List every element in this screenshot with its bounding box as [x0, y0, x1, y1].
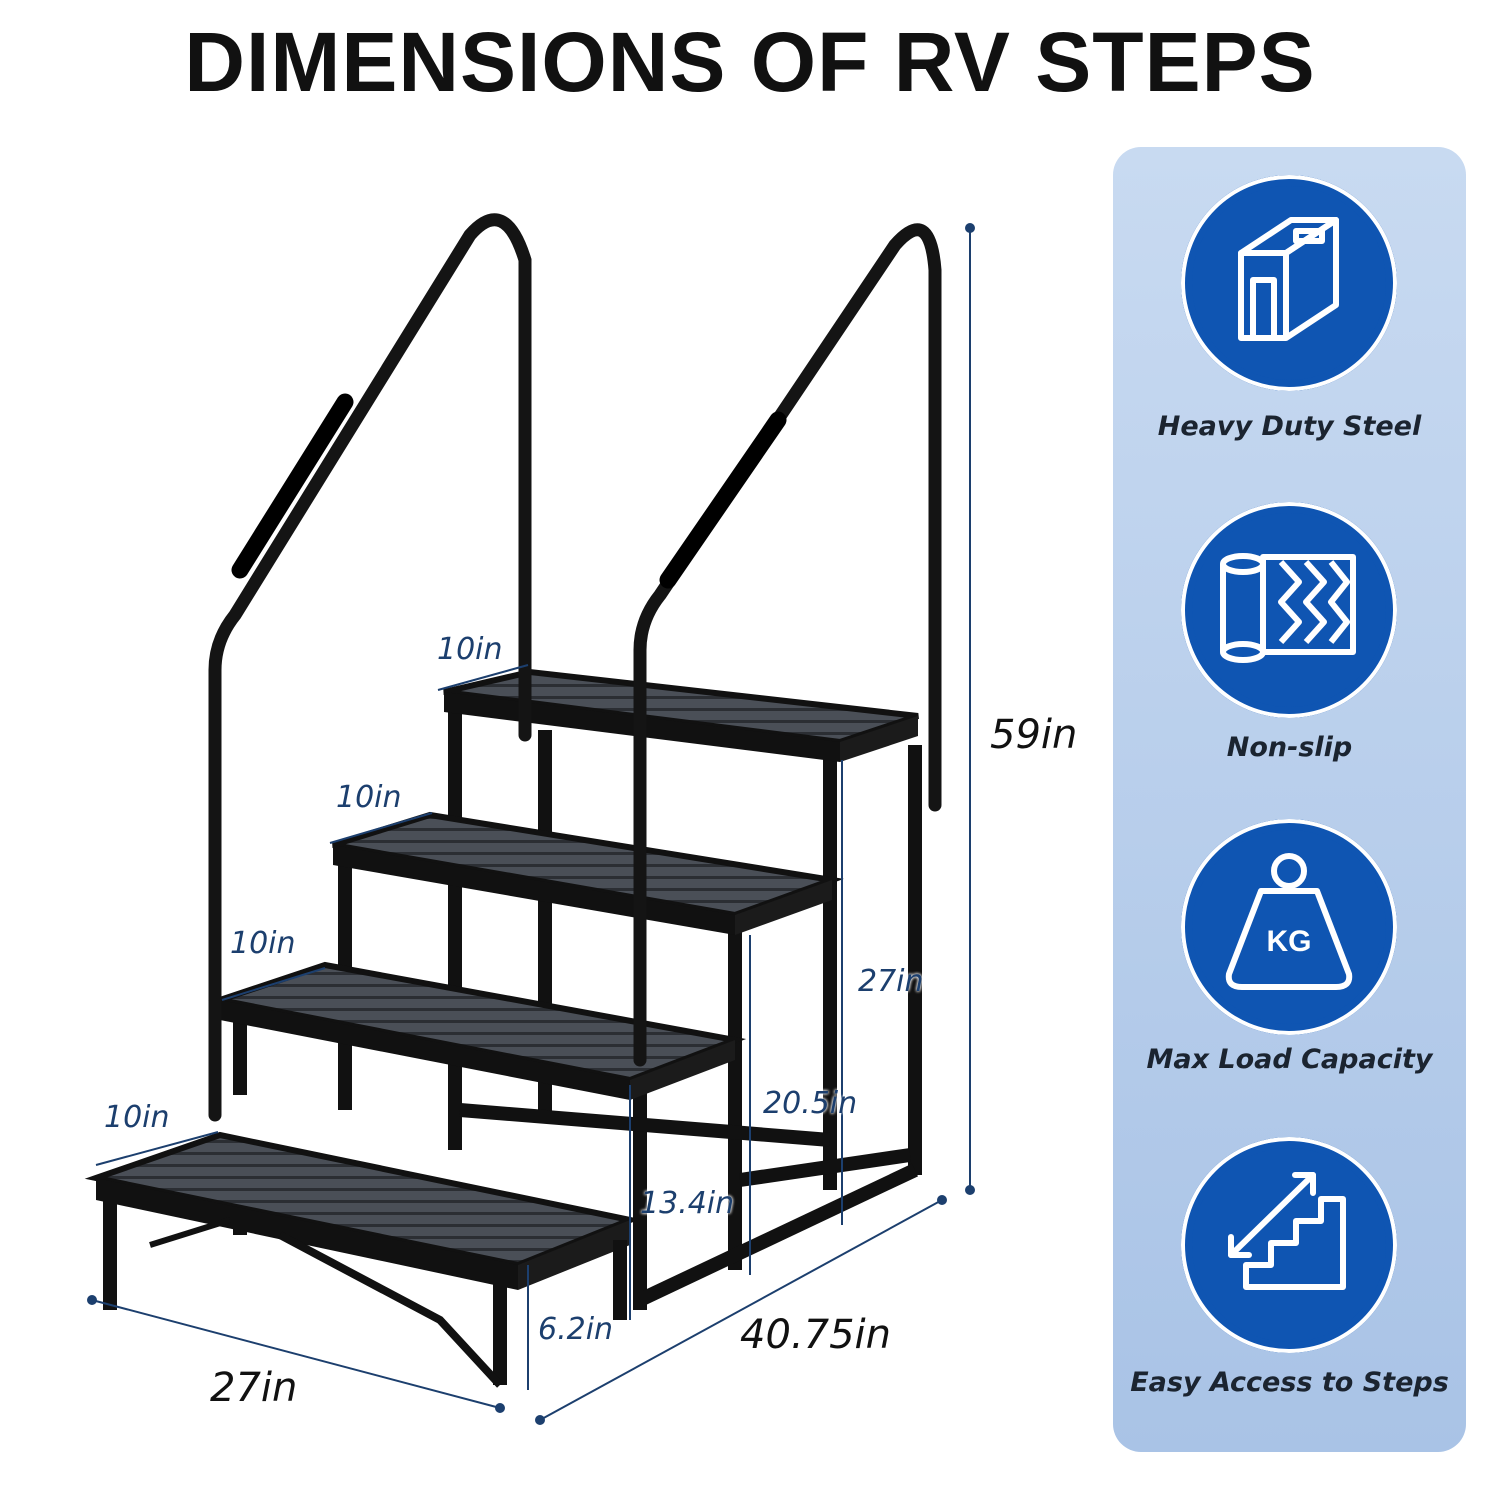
steel-profile-icon	[1181, 175, 1397, 391]
feature-label: Non-slip	[1226, 732, 1353, 763]
features-panel: Heavy Duty Steel Non-slip	[1113, 147, 1466, 1452]
step-2	[208, 961, 747, 1100]
feature-label: Easy Access to Steps	[1130, 1367, 1449, 1398]
step-1	[84, 1131, 641, 1388]
step1-height-label: 6.2in	[538, 1312, 614, 1347]
tread-2-label: 10in	[230, 926, 296, 961]
rv-steps-illustration: 59in 40.75in 27in 27in 20.5in 13.4in 6.2…	[84, 213, 1078, 1425]
total-height-label: 59in	[990, 712, 1078, 758]
kg-weight-icon: KG	[1181, 819, 1397, 1035]
tread-1-label: 10in	[104, 1100, 170, 1135]
depth-label: 40.75in	[740, 1312, 891, 1358]
stairs-arrow-icon	[1181, 1137, 1397, 1353]
dimension-lines	[87, 223, 975, 1425]
step3-height-label: 20.5in	[763, 1086, 858, 1121]
tread-3-label: 10in	[336, 780, 402, 815]
feature-label: Max Load Capacity	[1146, 1044, 1433, 1075]
platform-height-label: 27in	[858, 964, 924, 999]
top-platform	[443, 668, 919, 762]
rv-steps-drawing	[84, 213, 975, 1425]
page-title: DIMENSIONS OF RV STEPS	[184, 15, 1316, 109]
step2-height-label: 13.4in	[640, 1186, 735, 1221]
rail-grips	[231, 393, 787, 589]
tread-top-label: 10in	[437, 632, 503, 667]
handrails	[208, 213, 942, 1122]
back-frame	[233, 700, 922, 1310]
non-slip-mat-icon	[1181, 502, 1397, 718]
width-label: 27in	[210, 1365, 298, 1411]
feature-label: Heavy Duty Steel	[1157, 411, 1422, 442]
step-3	[332, 811, 844, 935]
svg-text:KG: KG	[1267, 925, 1312, 958]
